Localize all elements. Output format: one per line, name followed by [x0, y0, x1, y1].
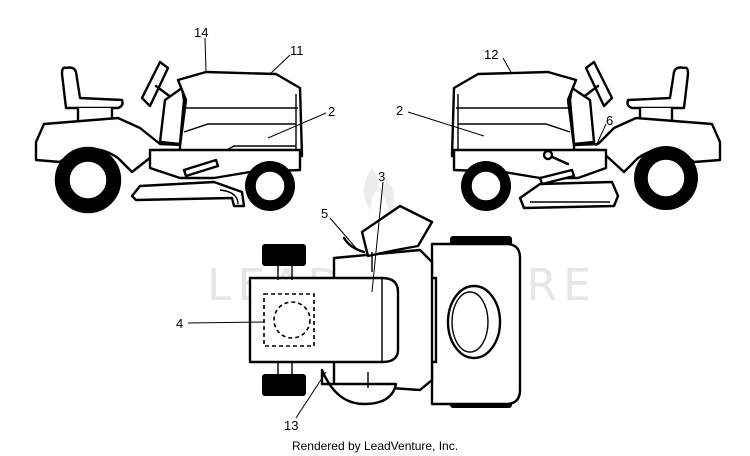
footer-credit: Rendered by LeadVenture, Inc.	[292, 439, 458, 453]
callout-2-right: 2	[396, 103, 403, 118]
steering-wheel-left	[140, 60, 170, 108]
decal-4-circle	[273, 301, 311, 339]
discharge-chute-top	[360, 204, 434, 258]
leader-2-right	[407, 111, 485, 137]
callout-11: 11	[290, 43, 304, 58]
front-tire-bottom	[262, 374, 306, 396]
tractor-right-side-view	[450, 60, 722, 211]
callout-2-left: 2	[328, 104, 335, 119]
hood-panel-left	[183, 123, 296, 133]
callout-5: 5	[321, 206, 328, 221]
leader-4	[187, 321, 265, 324]
seat-left	[60, 66, 124, 110]
leader-6	[595, 123, 607, 147]
leader-14	[204, 37, 207, 73]
decal-4-outline	[263, 293, 315, 347]
front-tire-top	[262, 244, 306, 266]
leader-5	[329, 217, 357, 249]
steering-wheel-right	[584, 60, 614, 108]
lift-lever-right	[548, 154, 570, 166]
callout-3: 3	[378, 169, 385, 184]
deck-bulge-top	[320, 368, 398, 406]
leader-2-left	[267, 112, 327, 139]
callout-12: 12	[484, 47, 498, 62]
deck-lever-left	[182, 158, 220, 178]
hood-right	[450, 70, 578, 158]
seat-top	[446, 284, 502, 360]
callout-leaders	[187, 37, 607, 419]
mower-deck-right	[518, 180, 620, 210]
seat-right	[626, 66, 690, 110]
callout-6: 6	[606, 113, 613, 128]
callout-14: 14	[194, 25, 208, 40]
leader-3	[371, 181, 384, 293]
tractor-left-side-view	[34, 60, 304, 214]
mower-deck-left	[130, 180, 246, 208]
hood-left	[176, 70, 304, 158]
callout-labels: 14 11 2 12 2 6 3 5 4 13	[176, 25, 613, 433]
leader-13	[295, 371, 327, 419]
leader-11	[269, 54, 291, 75]
tractor-top-view	[248, 204, 522, 408]
hood-top	[248, 276, 400, 364]
watermark-flame-icon	[363, 168, 395, 214]
leader-12	[502, 57, 513, 75]
callout-13: 13	[284, 418, 298, 433]
callout-4: 4	[176, 316, 183, 331]
